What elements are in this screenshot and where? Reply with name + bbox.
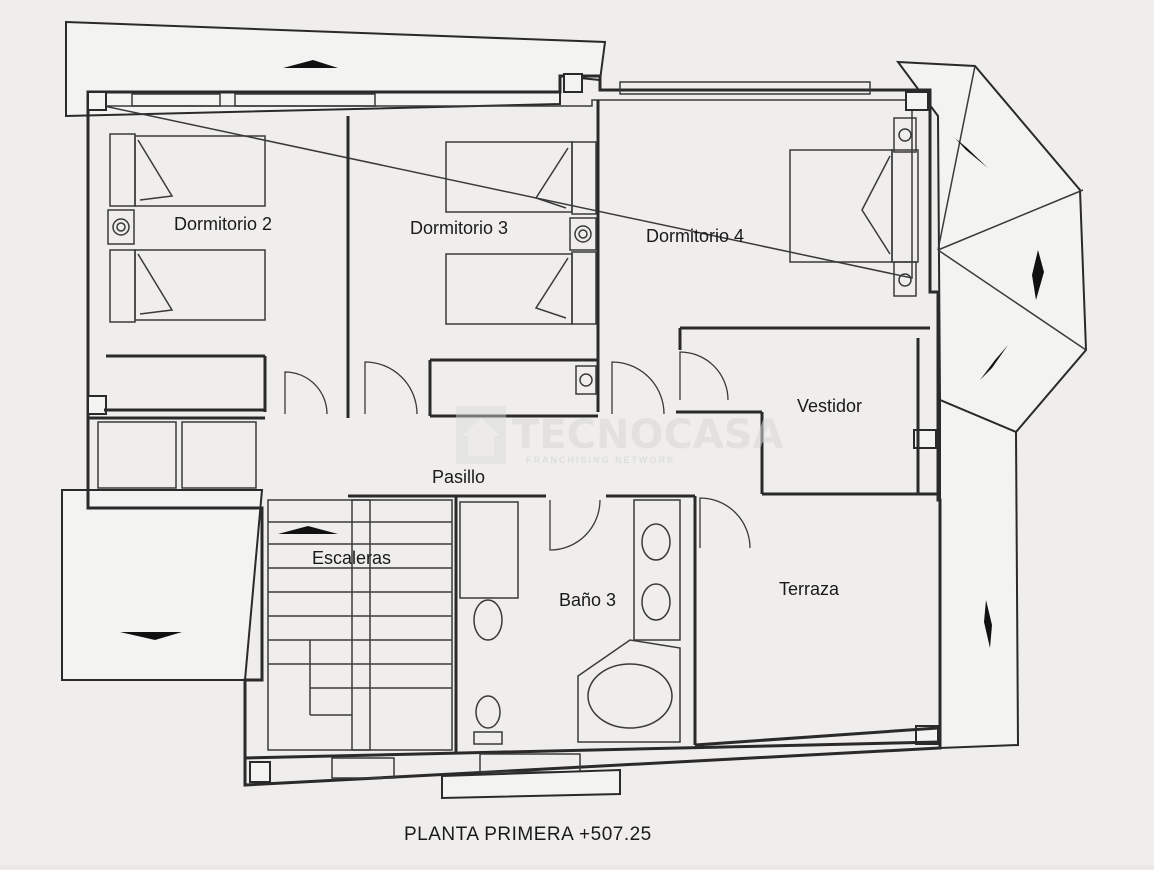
column (905, 91, 929, 111)
lamp (578, 229, 588, 239)
lamp (112, 218, 130, 236)
bed-sheet (137, 139, 174, 201)
slope-arrow-right-3 (980, 345, 1008, 380)
window-bottom-2 (479, 753, 581, 773)
bathtub (577, 639, 681, 743)
lamp (116, 222, 126, 232)
lamp (898, 128, 912, 142)
room-label-terraza: Terraza (779, 579, 840, 599)
sink-1 (641, 523, 671, 561)
slope-arrow-terrace (984, 600, 992, 648)
room-label-dormitorio-4: Dormitorio 4 (646, 226, 744, 246)
plan-caption: PLANTA PRIMERA +507.25 (404, 824, 652, 845)
roof-ridge-1 (937, 189, 1084, 251)
nightstand (575, 365, 597, 395)
room-label-vestidor: Vestidor (797, 396, 862, 416)
wall-bottom-inner (244, 740, 941, 760)
terrace-strip (939, 398, 1020, 750)
lamp (574, 225, 592, 243)
headboard (109, 249, 136, 323)
window-top-2 (234, 93, 376, 107)
shower-stall (459, 501, 519, 599)
bed-sheet (534, 257, 569, 319)
lamp (898, 273, 912, 287)
column (87, 91, 107, 111)
headboard (571, 251, 597, 325)
roof-ridge-2 (937, 249, 1087, 351)
window-top-1 (131, 93, 221, 107)
toilet-tank (473, 731, 503, 745)
stairs-up-arrow (278, 526, 338, 534)
column (563, 73, 583, 93)
watermark-tagline: FRANCHISING NETWORK (526, 455, 676, 465)
bed-sheet (534, 147, 569, 209)
outer-walls (86, 74, 942, 787)
bed-sheet (137, 253, 174, 315)
slope-arrow-top (283, 60, 338, 68)
toilet (475, 695, 501, 729)
room-label-escaleras: Escaleras (312, 548, 391, 568)
room-label-pasillo: Pasillo (432, 467, 485, 487)
door-bano-3 (549, 499, 601, 551)
room-label-bano-3: Baño 3 (559, 590, 616, 610)
nightstand (893, 261, 917, 297)
nightstand (893, 117, 917, 153)
door-dormitorio-4 (611, 361, 665, 415)
inner-wall-line (103, 99, 913, 279)
nightstand (569, 217, 597, 251)
bidet (473, 599, 503, 641)
slope-arrow-left (120, 632, 182, 640)
watermark-brand: TECNOCASA (512, 412, 784, 458)
sink-2 (641, 583, 671, 621)
stairs (267, 499, 453, 751)
watermark: TECNOCASA FRANCHISING NETWORK (456, 406, 784, 465)
roof-eave-left (61, 489, 264, 681)
slope-arrow-right-2 (1032, 250, 1044, 300)
cabinet (97, 421, 177, 489)
slope-arrow-right-1 (955, 138, 988, 168)
window-top-3 (619, 81, 871, 95)
balcony-ledge (441, 768, 621, 800)
cabinet (181, 421, 257, 489)
roof-eave-right (895, 60, 1088, 434)
door-terraza (699, 497, 751, 549)
headboard (571, 141, 597, 215)
roof-ridge-3 (937, 65, 976, 251)
door-vestidor (679, 351, 729, 401)
vanity (633, 499, 681, 641)
door-dormitorio-2 (284, 371, 328, 415)
column (87, 395, 107, 415)
room-label-dormitorio-2: Dormitorio 2 (174, 214, 272, 234)
nightstand (107, 209, 135, 245)
column (249, 761, 271, 783)
room-label-dormitorio-3: Dormitorio 3 (410, 218, 508, 238)
headboard (109, 133, 136, 207)
bed-sheet (861, 155, 891, 255)
window-bottom-1 (331, 757, 395, 779)
door-dormitorio-3 (364, 361, 418, 415)
lamp (579, 373, 593, 387)
wall-terraza-bottom (694, 726, 939, 747)
